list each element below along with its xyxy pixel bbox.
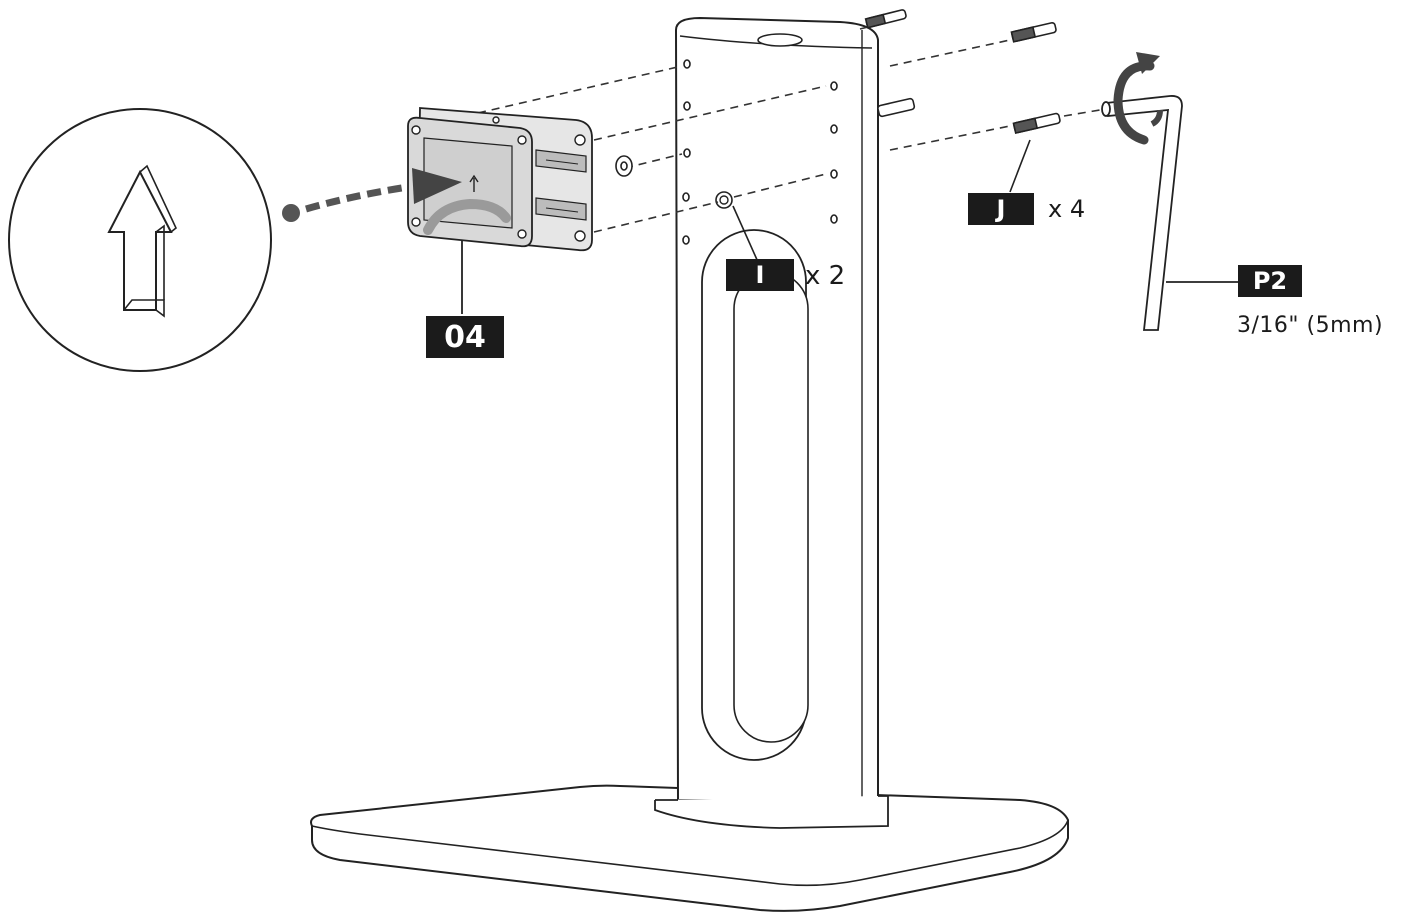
detail-connector bbox=[282, 183, 409, 222]
screw-i-group bbox=[615, 155, 759, 263]
hex-key-p2 bbox=[1101, 95, 1238, 331]
screw-i-label: I bbox=[726, 259, 794, 291]
stand-column bbox=[654, 16, 889, 829]
screw-j-4 bbox=[1012, 112, 1061, 135]
bracket-04 bbox=[407, 107, 593, 314]
screw-j-group bbox=[864, 9, 1061, 193]
hex-key-p2-label-text: P2 bbox=[1252, 267, 1288, 295]
column-holes-left bbox=[682, 59, 691, 245]
column-holes-right bbox=[830, 81, 838, 224]
hex-key-size: 3/16" (5mm) bbox=[1237, 313, 1384, 338]
screw-i-quantity: x 2 bbox=[805, 261, 846, 291]
screw-j-3 bbox=[877, 97, 916, 118]
detail-view bbox=[8, 108, 272, 372]
bracket-04-label-text: 04 bbox=[444, 319, 486, 355]
bracket-04-label: 04 bbox=[426, 316, 504, 358]
alignment-lines bbox=[477, 23, 1101, 233]
screw-j-quantity: x 4 bbox=[1048, 195, 1086, 223]
rotate-clockwise-icon bbox=[1113, 52, 1163, 145]
screw-i-label-text: I bbox=[755, 261, 765, 289]
screw-j-label-text: J bbox=[996, 195, 1006, 223]
screw-j-label: J bbox=[968, 193, 1034, 225]
screw-j-2 bbox=[1010, 21, 1057, 43]
hex-key-p2-label: P2 bbox=[1238, 265, 1302, 297]
screw-j-top bbox=[864, 9, 907, 29]
bracket-direction-arrow bbox=[412, 168, 462, 204]
up-arrow-icon bbox=[107, 164, 177, 318]
